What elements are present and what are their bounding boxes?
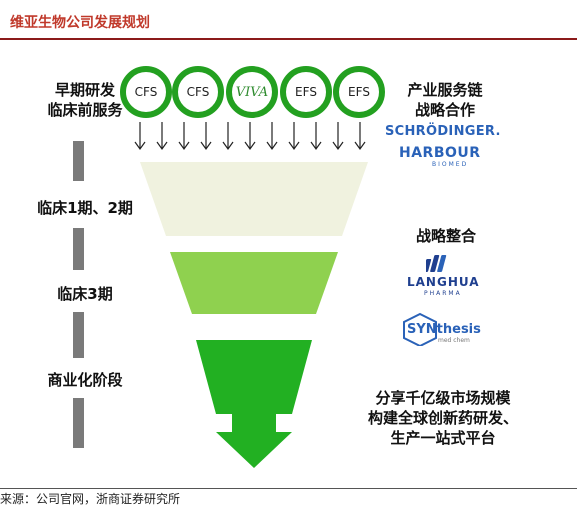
stage-separator-bar <box>73 312 84 358</box>
down-arrow-icon <box>222 122 234 151</box>
title-divider <box>0 38 577 40</box>
stage-separator-bar <box>73 398 84 448</box>
footer-divider <box>0 488 577 489</box>
down-arrow-icon <box>332 122 344 151</box>
chain-partners-title: 产业服务链 战略合作 <box>407 81 483 119</box>
down-arrow-icon <box>266 122 278 151</box>
down-arrows <box>134 122 366 151</box>
source-note: 来源：公司官网，浙商证券研究所 <box>0 492 181 506</box>
down-arrow-icon <box>178 122 190 151</box>
synthesis-hexagon-icon <box>403 312 437 346</box>
synthesis-logo: SYNthesis <box>407 322 481 337</box>
down-arrow-icon <box>156 122 168 151</box>
cfs-circle-1: CFS <box>120 66 172 118</box>
integration-title: 战略整合 <box>415 227 476 245</box>
funnel-diagram <box>134 122 368 468</box>
down-arrow-icon <box>310 122 322 151</box>
down-arrow-icon <box>134 122 146 151</box>
stage-label-phase3: 临床3期 <box>57 285 113 303</box>
synthesis-logo-sub: med chem <box>438 337 470 344</box>
funnel-tier-phase3 <box>170 252 338 314</box>
langhua-logo-sub: PHARMA <box>424 290 462 297</box>
funnel-output-arrow <box>216 414 292 468</box>
efs-circle-2: EFS <box>333 66 385 118</box>
langhua-logo: LANGHUA <box>407 275 480 289</box>
harbour-logo: HARBOUR <box>399 145 481 161</box>
down-arrow-icon <box>354 122 366 151</box>
stage-label-commercial: 商业化阶段 <box>47 371 123 389</box>
langhua-mark-icon <box>426 255 447 272</box>
harbour-logo-sub: BIOMED <box>432 161 469 168</box>
stage-label-preclinical: 早期研发 临床前服务 <box>47 81 123 119</box>
stage-separator-bar <box>73 228 84 270</box>
cfs-circle-2: CFS <box>172 66 224 118</box>
viva-logo-circle: VIVA <box>226 66 278 118</box>
down-arrow-icon <box>200 122 212 151</box>
market-platform-text: 分享千亿级市场规模 构建全球创新药研发、 生产一站式平台 <box>367 389 518 447</box>
down-arrow-icon <box>288 122 300 151</box>
stage-separator-bar <box>73 141 84 181</box>
schrodinger-logo: SCHRÖDINGER. <box>385 124 501 139</box>
down-arrow-icon <box>244 122 256 151</box>
funnel-tier-phase12 <box>140 162 368 236</box>
page-title: 维亚生物公司发展规划 <box>10 15 150 31</box>
efs-circle-1: EFS <box>280 66 332 118</box>
stage-label-phase12: 临床1期、2期 <box>37 199 133 217</box>
funnel-tier-commercial <box>196 340 312 414</box>
